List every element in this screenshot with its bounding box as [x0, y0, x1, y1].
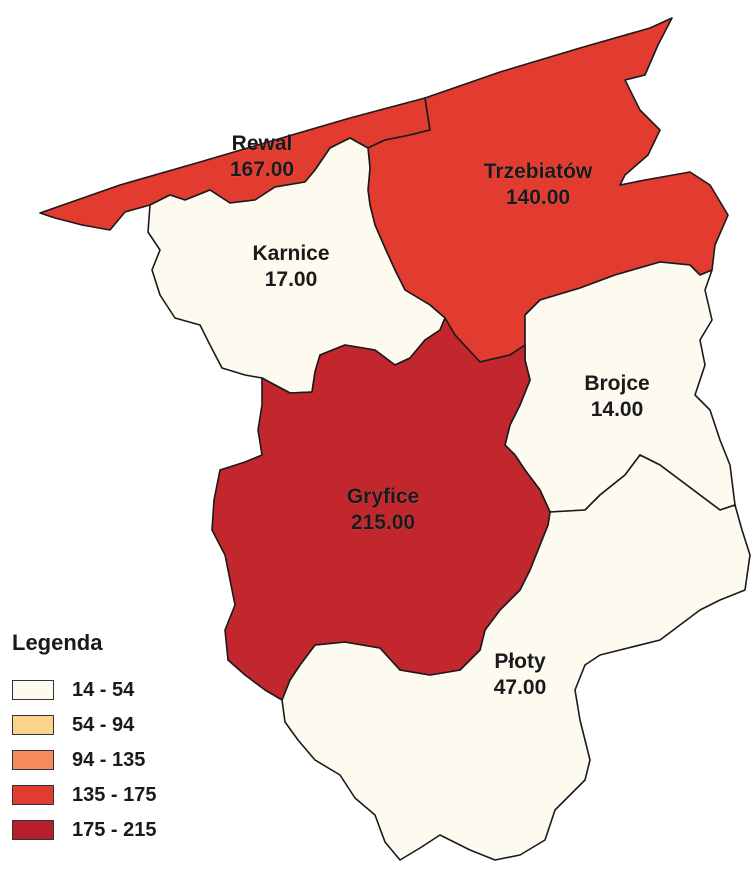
legend-label: 14 - 54	[72, 678, 135, 701]
legend-label: 54 - 94	[72, 713, 135, 736]
region-name: Karnice	[252, 242, 330, 265]
region-name: Trzebiatów	[483, 160, 593, 183]
legend-item: 54 - 94	[12, 713, 212, 737]
region-value: 47.00	[493, 676, 547, 699]
legend-swatch	[12, 680, 54, 700]
legend-item: 175 - 215	[12, 818, 212, 842]
legend-item: 94 - 135	[12, 748, 212, 772]
region-value: 17.00	[264, 268, 318, 291]
region-name: Rewal	[231, 132, 293, 155]
legend-swatch	[12, 785, 54, 805]
legend-item: 14 - 54	[12, 678, 212, 702]
region-value: 167.00	[229, 158, 295, 181]
legend-label: 135 - 175	[72, 783, 157, 806]
label-trzebiatow: Trzebiatów 140.00	[484, 159, 593, 211]
region-name: Płoty	[494, 650, 546, 673]
map-legend: Legenda 14 - 54 54 - 94 94 - 135 135 - 1…	[12, 630, 212, 853]
label-gryfice: Gryfice 215.00	[347, 484, 419, 536]
region-value: 140.00	[505, 186, 571, 209]
label-karnice: Karnice 17.00	[252, 241, 329, 293]
legend-title: Legenda	[12, 630, 103, 655]
legend-item: 135 - 175	[12, 783, 212, 807]
region-name: Brojce	[584, 372, 650, 395]
legend-label: 94 - 135	[72, 748, 146, 771]
label-ploty: Płoty 47.00	[494, 649, 547, 701]
region-gryfice[interactable]	[211, 317, 551, 701]
label-rewal: Rewal 167.00	[230, 131, 294, 183]
label-brojce: Brojce 14.00	[584, 371, 649, 423]
legend-swatch	[12, 820, 54, 840]
region-value: 14.00	[590, 398, 644, 421]
legend-swatch	[12, 750, 54, 770]
region-value: 215.00	[350, 511, 416, 534]
legend-label: 175 - 215	[72, 818, 157, 841]
legend-swatch	[12, 715, 54, 735]
region-name: Gryfice	[346, 485, 420, 508]
